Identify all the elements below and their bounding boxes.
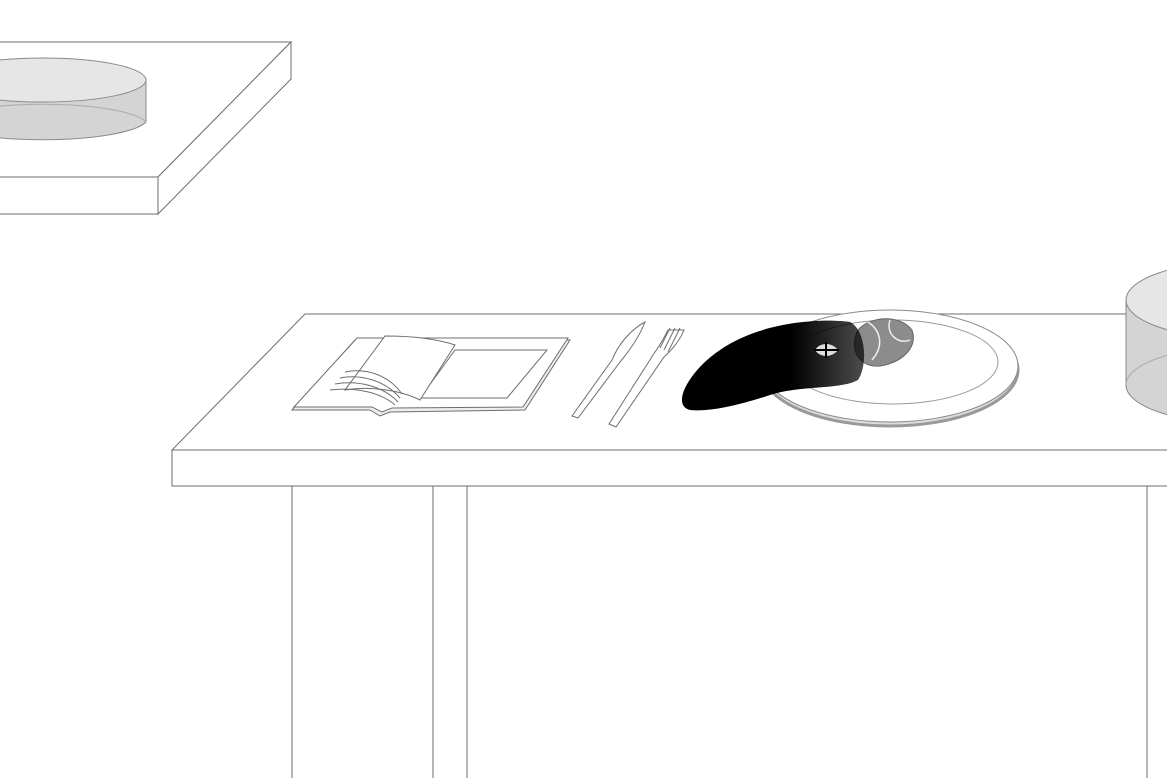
dark-blob	[681, 320, 865, 411]
open-book	[290, 335, 571, 417]
knife	[571, 320, 646, 419]
fork	[608, 327, 685, 428]
cylinder-left	[0, 57, 147, 141]
shelf-side	[157, 40, 292, 216]
shelf-front	[0, 176, 159, 215]
cylinder-right	[1125, 269, 1167, 416]
table-front	[171, 449, 1167, 487]
